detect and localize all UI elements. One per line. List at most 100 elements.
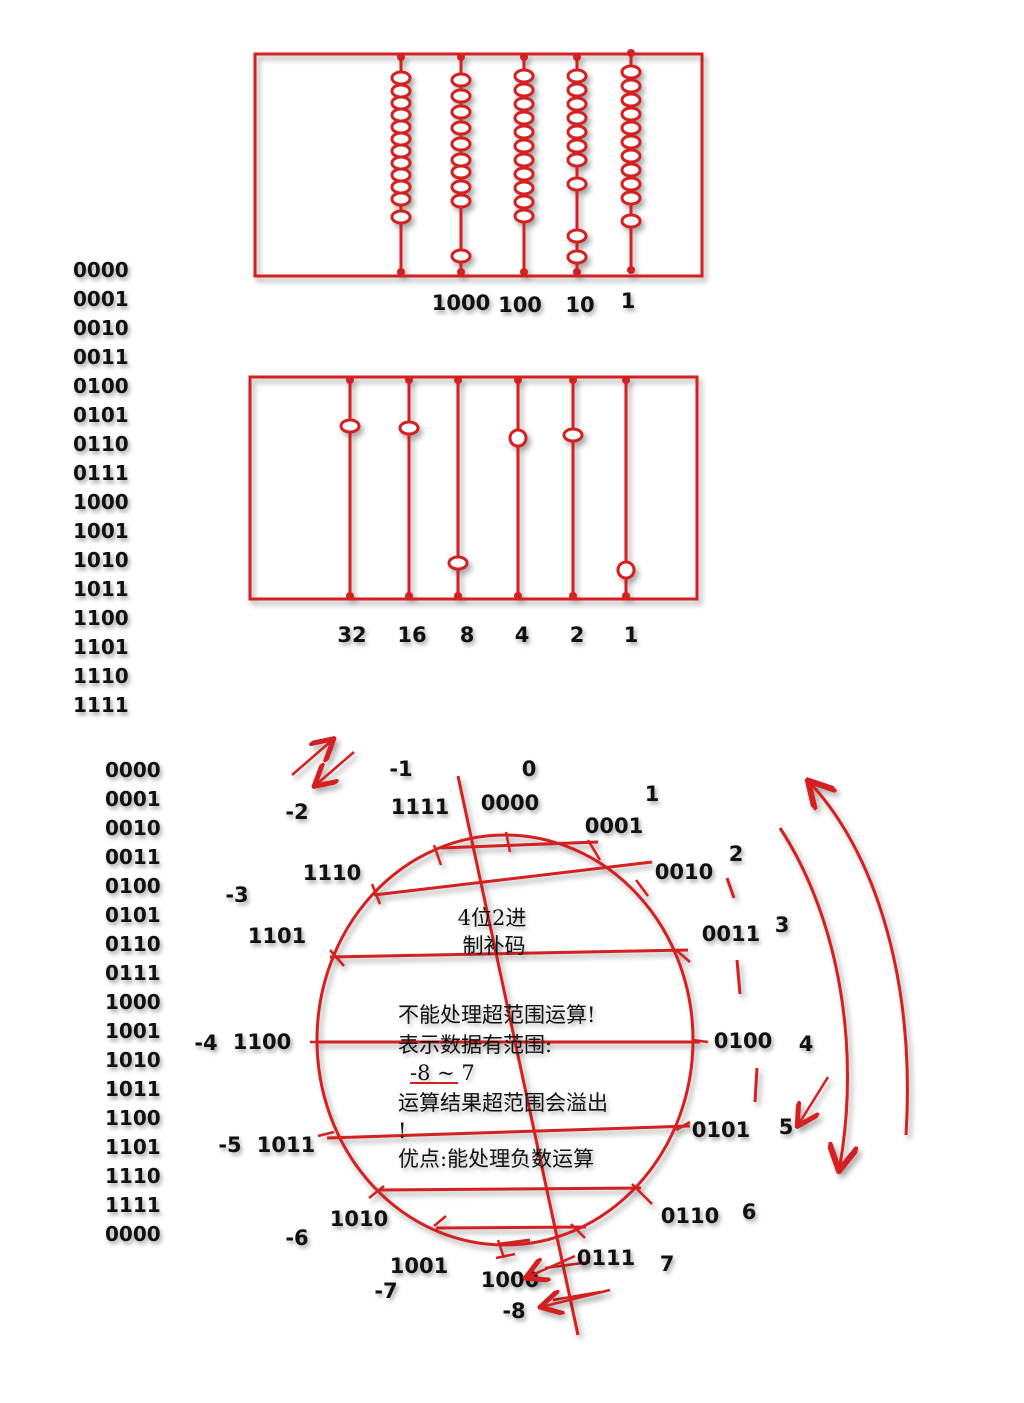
binary-list-item: 1101 bbox=[105, 1135, 161, 1159]
circle-value-label: -1 bbox=[389, 757, 412, 781]
circle-tick bbox=[317, 1130, 335, 1138]
abacus-bead bbox=[566, 110, 588, 126]
dash-2 bbox=[735, 959, 742, 995]
abacus-bead bbox=[566, 152, 588, 168]
rod-top-dot bbox=[397, 53, 405, 61]
abacus-bead bbox=[620, 148, 642, 164]
circle-tick bbox=[586, 839, 602, 861]
binary-list-item: 1001 bbox=[73, 519, 129, 543]
abacus-bead bbox=[566, 68, 588, 84]
abacus-bead bbox=[513, 124, 535, 140]
abacus-bead bbox=[620, 213, 642, 229]
circle-code-label: 1101 bbox=[248, 924, 306, 948]
complement-circle bbox=[310, 775, 709, 1336]
rod-bottom-dot bbox=[514, 592, 522, 600]
circle-value-label: -4 bbox=[194, 1031, 217, 1055]
circle-tick bbox=[370, 883, 382, 905]
rod-top-dot bbox=[627, 49, 635, 57]
abacus-bead bbox=[513, 82, 535, 98]
binary-list-item: 1001 bbox=[105, 1019, 161, 1043]
abacus-bead bbox=[450, 136, 472, 152]
circle-tick bbox=[675, 949, 691, 963]
abacus-bead bbox=[398, 420, 420, 436]
circle-value-label: 7 bbox=[660, 1252, 675, 1276]
binary-abacus-frame bbox=[248, 375, 699, 601]
abacus-bead bbox=[447, 555, 469, 571]
binary-place-label-4: 4 bbox=[515, 623, 530, 647]
binary-place-label-2: 2 bbox=[570, 623, 585, 647]
circle-chord bbox=[329, 948, 689, 959]
binary-list-left: 0000000100100011010001010110011110001001… bbox=[73, 258, 129, 717]
circle-value-label: -7 bbox=[374, 1279, 397, 1303]
circle-chord bbox=[499, 1238, 531, 1246]
binary-list-item: 0101 bbox=[73, 403, 129, 427]
circle-code-label: 0001 bbox=[585, 814, 643, 838]
circle-value-label: 4 bbox=[799, 1032, 814, 1056]
binary-list-item: 1110 bbox=[73, 664, 129, 688]
circle-code-label: 0011 bbox=[702, 922, 760, 946]
abacus-bead bbox=[390, 107, 412, 123]
rod-bottom-dot bbox=[627, 266, 635, 274]
circle-tick bbox=[496, 1239, 506, 1259]
circle-code-label: 1011 bbox=[257, 1133, 315, 1157]
binary-list-item: 0011 bbox=[73, 345, 129, 369]
note-line1: 不能处理超范围运算! bbox=[398, 1003, 595, 1027]
circle-value-label: -5 bbox=[218, 1133, 241, 1157]
circle-value-label: -3 bbox=[225, 883, 248, 907]
abacus-bead bbox=[450, 104, 472, 120]
abacus-bead bbox=[513, 68, 535, 84]
note-range: -8 ~ 7 bbox=[410, 1061, 475, 1085]
rod-bottom-dot bbox=[454, 592, 462, 600]
rod-bottom-dot bbox=[622, 592, 630, 600]
abacus-bead bbox=[450, 88, 472, 104]
binary-list-item: 1011 bbox=[73, 577, 129, 601]
circle-code-label: 1010 bbox=[330, 1207, 388, 1231]
circle-chord bbox=[377, 1186, 642, 1192]
abacus-bead bbox=[513, 138, 535, 154]
dash-1 bbox=[725, 877, 736, 899]
abacus-bead bbox=[620, 64, 642, 80]
decimal-abacus-rods bbox=[390, 49, 642, 276]
abacus-bead bbox=[620, 162, 642, 178]
circle-tick bbox=[635, 879, 649, 897]
abacus-bead bbox=[566, 96, 588, 112]
abacus-bead bbox=[390, 209, 412, 225]
decimal-place-label-1: 1 bbox=[621, 289, 636, 313]
abacus-bead bbox=[390, 119, 412, 135]
circle-code-label: 0111 bbox=[577, 1246, 635, 1270]
abacus-bead bbox=[566, 138, 588, 154]
abacus-bead bbox=[450, 164, 472, 180]
arrow-down-left bbox=[318, 751, 355, 783]
circle-tick bbox=[675, 1120, 691, 1132]
circle-chord bbox=[373, 860, 653, 897]
binary-abacus bbox=[248, 375, 699, 601]
binary-list-lower: 0000000100100011010001010110011110001001… bbox=[105, 758, 161, 1246]
circle-tick bbox=[504, 831, 512, 853]
abacus-bead bbox=[450, 72, 472, 88]
circle-tick bbox=[570, 1223, 586, 1239]
binary-list-item: 1100 bbox=[105, 1106, 161, 1130]
binary-place-label-32: 32 bbox=[337, 623, 366, 647]
binary-list-item: 1110 bbox=[105, 1164, 161, 1188]
circle-code-label: 0000 bbox=[481, 791, 539, 815]
rod-top-dot bbox=[622, 376, 630, 384]
abacus-bead bbox=[620, 92, 642, 108]
abacus-bead bbox=[620, 190, 642, 206]
abacus-bead bbox=[620, 78, 642, 94]
rod-top-dot bbox=[520, 53, 528, 61]
circle-tick bbox=[691, 1038, 709, 1044]
circle-code-label: 1001 bbox=[390, 1254, 448, 1278]
rod-bottom-dot bbox=[346, 592, 354, 600]
binary-list-item: 0111 bbox=[105, 961, 161, 985]
abacus-bead bbox=[508, 428, 528, 448]
abacus-bead bbox=[566, 176, 588, 192]
binary-list-item: 0010 bbox=[73, 316, 129, 340]
abacus-bead bbox=[390, 155, 412, 171]
arrow-outer-clockwise-down bbox=[778, 827, 848, 1165]
circle-chord bbox=[440, 840, 599, 850]
abacus-bead bbox=[390, 191, 412, 207]
abacus-bead bbox=[513, 110, 535, 126]
circle-code-label: 1100 bbox=[233, 1030, 291, 1054]
circle-title-line1: 4位2进 bbox=[458, 906, 527, 930]
